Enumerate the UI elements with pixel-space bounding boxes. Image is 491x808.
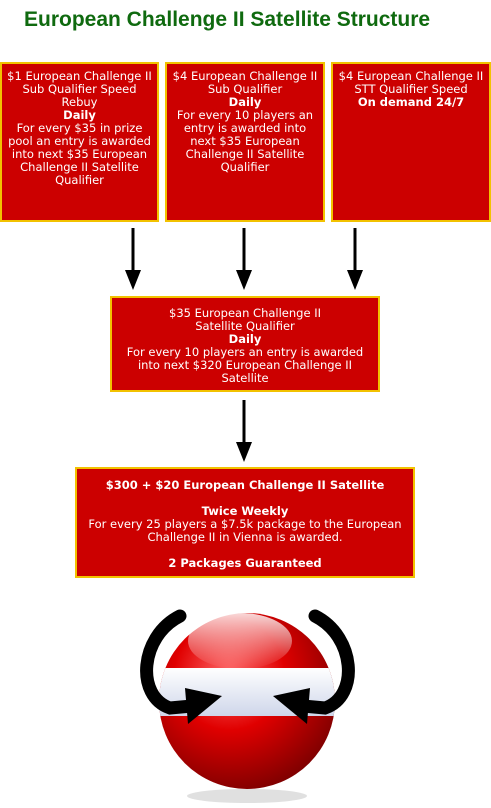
box-schedule: On demand 24/7 bbox=[357, 95, 465, 109]
box-stt-qualifier-speed: $4 European Challenge II STT Qualifier S… bbox=[331, 62, 491, 222]
box-heading-line-2: STT Qualifier Speed bbox=[354, 82, 468, 96]
box-heading-line-2: Satellite Qualifier bbox=[195, 319, 295, 333]
box-schedule: Twice Weekly bbox=[201, 504, 289, 518]
box-sub-qualifier-speed-rebuy: $1 European Challenge II Sub Qualifier S… bbox=[0, 62, 159, 222]
box-heading-line-2: Sub Qualifier Speed Rebuy bbox=[22, 82, 137, 109]
austria-flag-sphere-icon bbox=[140, 609, 355, 803]
box-schedule: Daily bbox=[63, 108, 96, 122]
arrow-down-icon bbox=[125, 228, 141, 290]
box-description: For every 10 players an entry is awarded… bbox=[126, 345, 364, 385]
box-heading: $300 + $20 European Challenge II Satelli… bbox=[105, 478, 385, 492]
box-satellite-qualifier: $35 European Challenge II Satellite Qual… bbox=[110, 296, 380, 392]
arrow-down-icon bbox=[236, 228, 252, 290]
box-description: For every $35 in prize pool an entry is … bbox=[8, 121, 151, 187]
box-sub-qualifier: $4 European Challenge II Sub Qualifier D… bbox=[165, 62, 325, 222]
box-heading-line-2: Sub Qualifier bbox=[207, 82, 283, 96]
box-heading-line-1: $35 European Challenge II bbox=[169, 306, 321, 320]
arrow-down-icon bbox=[347, 228, 363, 290]
arrow-down-icon bbox=[236, 400, 252, 462]
box-description: For every 25 players a $7.5k package to … bbox=[88, 517, 402, 544]
box-heading-line-1: $1 European Challenge II bbox=[7, 69, 152, 83]
box-schedule: Daily bbox=[228, 332, 262, 346]
box-description: For every 10 players an entry is awarded… bbox=[176, 108, 314, 174]
box-schedule: Daily bbox=[228, 95, 262, 109]
box-satellite: $300 + $20 European Challenge II Satelli… bbox=[75, 467, 415, 578]
box-heading-line-1: $4 European Challenge II bbox=[172, 69, 318, 83]
page-title: European Challenge II Satellite Structur… bbox=[24, 8, 431, 31]
box-guarantee: 2 Packages Guaranteed bbox=[168, 556, 322, 570]
box-heading-line-1: $4 European Challenge II bbox=[338, 69, 484, 83]
